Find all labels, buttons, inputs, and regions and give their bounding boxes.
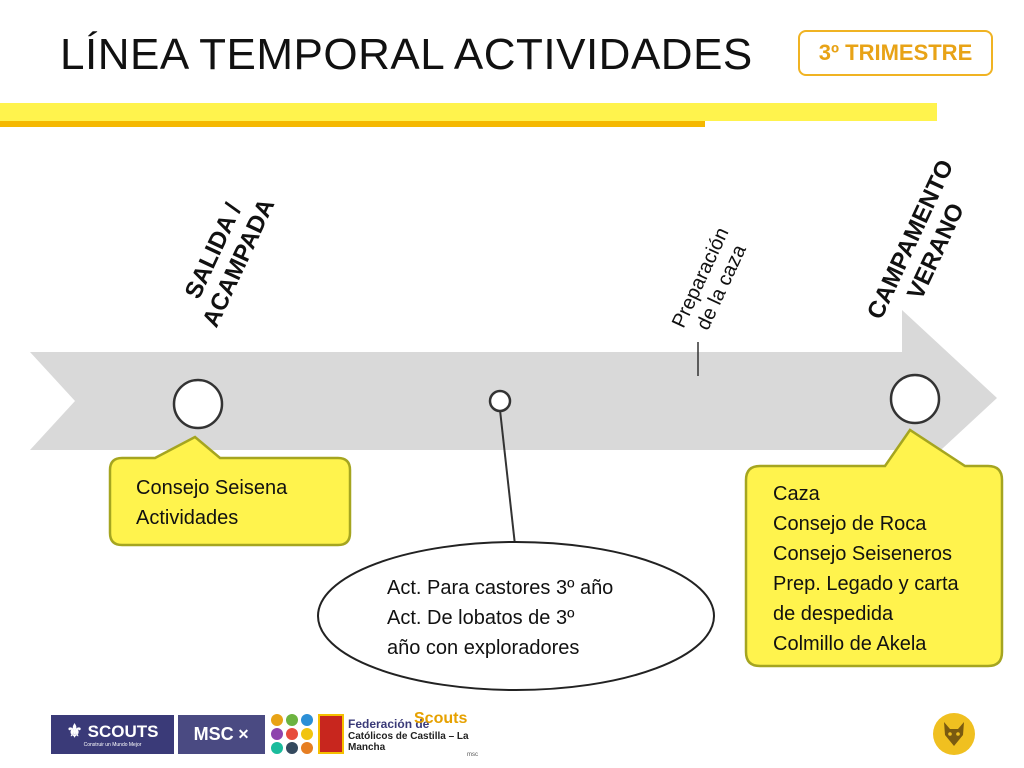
page-title: LÍNEA TEMPORAL ACTIVIDADES bbox=[60, 30, 753, 79]
fish-icon: ✕ bbox=[237, 726, 250, 742]
callout-actividades bbox=[317, 541, 715, 691]
fleur-de-lis-icon: ⚜ bbox=[66, 721, 83, 741]
callout-line: Consejo Seiseneros bbox=[773, 543, 952, 565]
wolf-head-icon bbox=[944, 722, 964, 746]
scouts-logo-text: SCOUTS bbox=[87, 721, 159, 741]
milestone-campamento bbox=[889, 373, 941, 425]
timeline-arrow bbox=[30, 310, 997, 486]
callout-line: año con exploradores bbox=[387, 637, 580, 659]
header-bar-accent bbox=[0, 121, 705, 127]
callout-line: Act. Para castores 3º año bbox=[387, 577, 614, 599]
callout-line: de despedida bbox=[773, 603, 894, 625]
callout-line: Actividades bbox=[136, 507, 239, 529]
connector-line bbox=[499, 409, 516, 546]
callout-line: Act. De lobatos de 3º bbox=[387, 607, 575, 629]
dots-grid-icon bbox=[271, 714, 313, 754]
scouts-tagline: Construir un Mundo Mejor bbox=[83, 742, 142, 748]
milestone-salida bbox=[172, 378, 224, 430]
federacion-msc: msc bbox=[467, 752, 478, 758]
milestone-small bbox=[488, 389, 512, 413]
callout-line: Colmillo de Akela bbox=[773, 633, 927, 655]
callout-line: Consejo de Roca bbox=[773, 513, 927, 535]
callout-caza bbox=[744, 428, 1004, 668]
trimester-badge: 3º TRIMESTRE bbox=[798, 30, 993, 76]
callout-line: Prep. Legado y carta bbox=[773, 573, 959, 595]
crest-icon bbox=[318, 714, 344, 754]
callout-consejo bbox=[108, 435, 352, 547]
msc-logo: MSC ✕ bbox=[178, 715, 265, 754]
federacion-line2: Católicos de Castilla – La Mancha bbox=[348, 731, 469, 753]
callout-actividades-text: Act. Para castores 3º año Act. De lobato… bbox=[387, 573, 613, 663]
callout-consejo-text: Consejo Seisena Actividades bbox=[136, 473, 287, 533]
federacion-line1: Federación de bbox=[348, 717, 430, 731]
federacion-logo: Federación de Católicos de Castilla – La… bbox=[318, 710, 478, 758]
wolf-icon bbox=[933, 713, 975, 755]
callout-caza-text: Caza Consejo de Roca Consejo Seiseneros … bbox=[773, 479, 959, 659]
callout-line: Caza bbox=[773, 483, 820, 505]
scouts-logo: ⚜ SCOUTS Construir un Mundo Mejor bbox=[51, 715, 174, 754]
msc-logo-text: MSC bbox=[193, 724, 234, 744]
federacion-scouts-word: Scouts bbox=[414, 710, 468, 727]
callout-line: Consejo Seisena bbox=[136, 477, 288, 499]
header-bar bbox=[0, 103, 937, 121]
